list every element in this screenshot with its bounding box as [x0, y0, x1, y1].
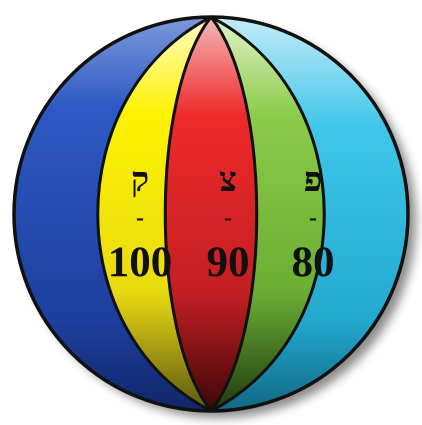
hebrew-letter-pe: פ [304, 160, 323, 200]
number-100: 100 [108, 239, 173, 286]
hebrew-letter-tsadi: צ [219, 160, 237, 200]
hebrew-letter-qof: ק [131, 160, 149, 200]
separator-dash: - [224, 205, 232, 231]
number-90: 90 [207, 239, 250, 286]
separator-dash: - [136, 205, 144, 231]
number-80: 80 [292, 239, 335, 286]
separator-dash: - [309, 205, 317, 231]
